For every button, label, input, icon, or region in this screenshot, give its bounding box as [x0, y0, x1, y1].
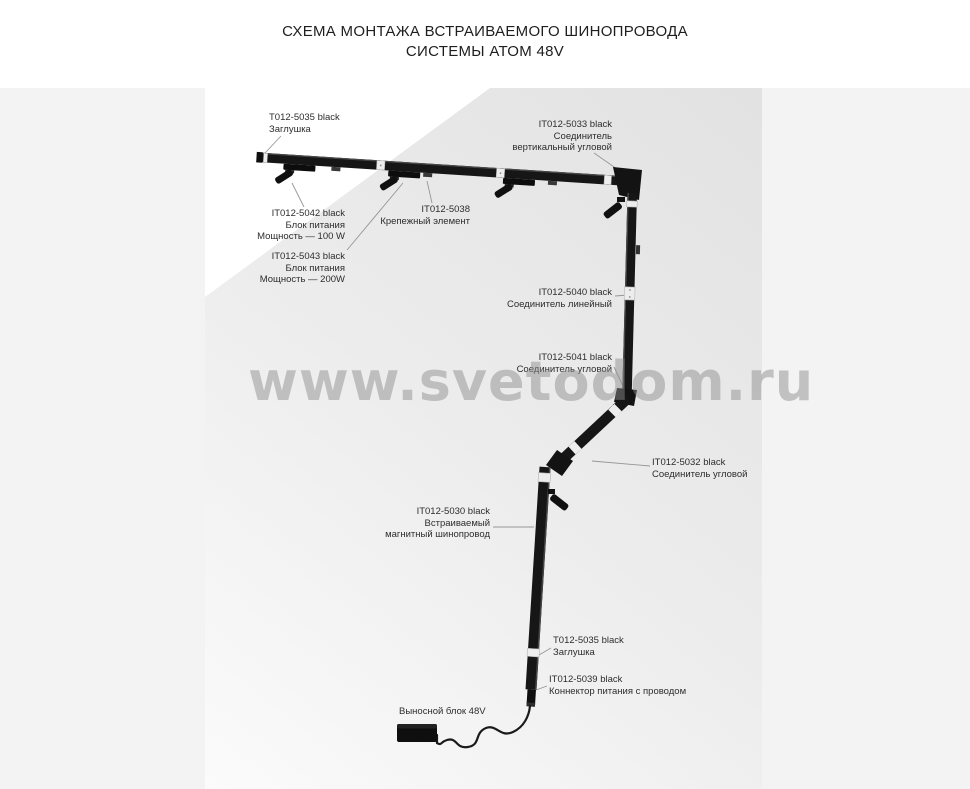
page-title: СХЕМА МОНТАЖА ВСТРАИВАЕМОГО ШИНОПРОВОДА …: [0, 22, 970, 62]
label-line: Встраиваемый: [424, 517, 490, 529]
vertical-track-upper: [622, 192, 641, 399]
label-line: вертикальный угловой: [512, 142, 612, 153]
label-line: IT012-5042 black: [271, 208, 345, 219]
label-mounting-element: IT012-5038 Крепежный элемент: [350, 204, 470, 227]
label-power-supply-200w: IT012-5043 black Блок питания Мощность —…: [225, 251, 345, 286]
label-line: IT012-5030 black: [416, 506, 490, 517]
mounting-clip: [331, 166, 341, 172]
spotlight-fixture: [494, 177, 536, 198]
label-line: Соединитель линейный: [506, 298, 612, 310]
diagonal-track-segment: [560, 395, 631, 462]
title-line-1: СХЕМА МОНТАЖА ВСТРАИВАЕМОГО ШИНОПРОВОДА: [282, 23, 688, 40]
supply-cable: [435, 704, 532, 749]
wall-surface: [205, 88, 762, 789]
label-vertical-corner-connector: IT012-5033 black Соединитель вертикальны…: [472, 119, 612, 154]
vertical-track-lower: [525, 466, 551, 707]
label-remote-block: Выносной блок 48V: [399, 706, 486, 718]
spotlight-fixture: [275, 163, 316, 184]
power-connector: [526, 689, 536, 706]
mounting-clip: [547, 180, 558, 186]
label-line: IT012-5032 black: [652, 457, 726, 468]
end-cap-top: [256, 151, 263, 163]
left-margin-band: [0, 88, 205, 789]
label-endcap-top: T012-5035 black Заглушка: [269, 112, 340, 135]
leader-lines: [264, 135, 651, 691]
end-cap-bottom: [526, 647, 540, 658]
label-line: Заглушка: [553, 646, 595, 658]
label-endcap-bottom: T012-5035 black Заглушка: [553, 635, 624, 658]
label-line: IT012-5040 black: [538, 287, 612, 298]
title-line-2: СИСТЕМЫ АТОМ 48V: [405, 43, 565, 60]
label-line: Крепежный элемент: [380, 215, 470, 227]
label-line: Мощность — 100 W: [257, 231, 345, 242]
linear-connector: [623, 286, 636, 301]
label-line: магнитный шинопровод: [385, 529, 490, 540]
spotlight-fixture: [379, 170, 421, 191]
spotlight-fixture: [548, 489, 569, 511]
label-line: Соединитель угловой: [516, 363, 612, 375]
horizontal-track: [256, 151, 632, 198]
label-linear-connector: IT012-5040 black Соединитель линейный: [472, 287, 612, 310]
label-line: T012-5035 black: [553, 635, 624, 646]
label-line: IT012-5039 black: [549, 674, 623, 685]
track-joint: [603, 174, 612, 185]
label-line: Блок питания: [285, 262, 345, 274]
label-corner-connector-upper: IT012-5041 black Соединитель угловой: [465, 352, 612, 375]
mounting-clip: [635, 245, 641, 255]
vertical-corner-connector: [613, 167, 642, 200]
label-line: Блок питания: [285, 219, 345, 231]
label-recessed-track: IT012-5030 black Встраиваемый магнитный …: [350, 506, 490, 541]
label-line: Выносной блок 48V: [399, 706, 486, 717]
label-line: Заглушка: [269, 123, 311, 135]
right-margin-band: [762, 88, 970, 789]
mounting-clip: [423, 172, 433, 178]
label-line: Соединитель: [553, 130, 612, 142]
label-line: IT012-5043 black: [271, 251, 345, 262]
label-corner-connector-lower: IT012-5032 black Соединитель угловой: [652, 457, 747, 480]
spotlight-fixture: [603, 197, 625, 219]
label-line: T012-5035 black: [269, 112, 340, 123]
label-line: IT012-5041 black: [538, 352, 612, 363]
label-line: Коннектор питания с проводом: [549, 685, 687, 697]
label-power-connector: IT012-5039 black Коннектор питания с про…: [549, 674, 686, 697]
label-power-supply-100w: IT012-5042 black Блок питания Мощность —…: [225, 208, 345, 243]
label-line: IT012-5038: [421, 204, 470, 215]
label-line: Мощность — 200W: [259, 274, 345, 285]
label-line: Соединитель угловой: [652, 468, 748, 480]
label-line: IT012-5033 black: [538, 119, 612, 130]
corner-connector-lower: [546, 450, 573, 476]
